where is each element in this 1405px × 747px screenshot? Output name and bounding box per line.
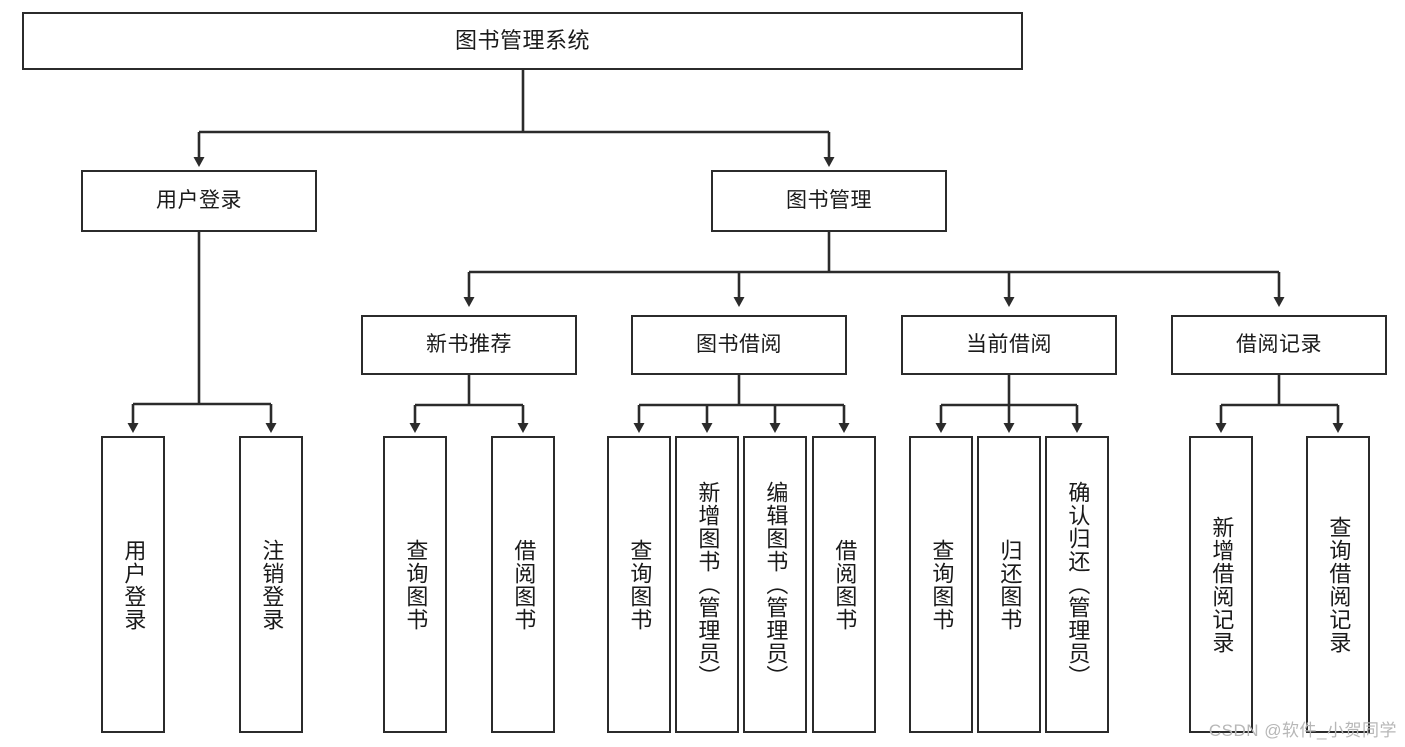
- node-borrow-record[interactable]: 借阅记录: [1171, 315, 1387, 375]
- node-user-login[interactable]: 用户登录: [81, 170, 317, 232]
- node-book-management[interactable]: 图书管理: [711, 170, 947, 232]
- node-label: 查询图书: [403, 538, 429, 631]
- node-label: 当前借阅: [966, 332, 1052, 356]
- node-leaf-add-book-admin[interactable]: 新增图书（管理员）: [675, 436, 739, 733]
- node-label: 新增借阅记录: [1209, 515, 1235, 654]
- node-book-borrow[interactable]: 图书借阅: [631, 315, 847, 375]
- node-leaf-return-book[interactable]: 归还图书: [977, 436, 1041, 733]
- node-label: 图书管理: [786, 188, 872, 212]
- node-label: 借阅图书: [832, 538, 858, 631]
- node-label: 新书推荐: [426, 332, 512, 356]
- node-leaf-borrow-book-recommend[interactable]: 借阅图书: [491, 436, 555, 733]
- node-leaf-user-logout[interactable]: 注销登录: [239, 436, 303, 733]
- node-label: 编辑图书（管理员）: [763, 481, 789, 688]
- node-label: 用户登录: [156, 188, 242, 212]
- node-label: 查询借阅记录: [1326, 515, 1352, 654]
- watermark: CSDN @软件_小贺同学: [1208, 721, 1397, 740]
- node-label: 新增图书（管理员）: [695, 481, 721, 688]
- node-current-borrow[interactable]: 当前借阅: [901, 315, 1117, 375]
- node-leaf-user-login[interactable]: 用户登录: [101, 436, 165, 733]
- node-leaf-query-book-current[interactable]: 查询图书: [909, 436, 973, 733]
- node-label: 查询图书: [627, 538, 653, 631]
- node-root-book-management-system[interactable]: 图书管理系统: [22, 12, 1023, 70]
- node-label: 用户登录: [121, 538, 147, 631]
- node-leaf-query-borrow-record[interactable]: 查询借阅记录: [1306, 436, 1370, 733]
- node-label: 借阅记录: [1236, 332, 1322, 356]
- node-leaf-borrow-book[interactable]: 借阅图书: [812, 436, 876, 733]
- node-label: 注销登录: [259, 538, 285, 631]
- node-label: 图书借阅: [696, 332, 782, 356]
- node-label: 借阅图书: [511, 538, 537, 631]
- node-leaf-query-book-borrow[interactable]: 查询图书: [607, 436, 671, 733]
- node-label: 归还图书: [997, 538, 1023, 631]
- node-leaf-edit-book-admin[interactable]: 编辑图书（管理员）: [743, 436, 807, 733]
- node-new-book-recommend[interactable]: 新书推荐: [361, 315, 577, 375]
- node-leaf-add-borrow-record[interactable]: 新增借阅记录: [1189, 436, 1253, 733]
- node-label: 查询图书: [929, 538, 955, 631]
- node-label: 确认归还（管理员）: [1065, 481, 1091, 688]
- node-label: 图书管理系统: [454, 28, 590, 54]
- node-leaf-confirm-return-admin[interactable]: 确认归还（管理员）: [1045, 436, 1109, 733]
- node-leaf-query-book-recommend[interactable]: 查询图书: [383, 436, 447, 733]
